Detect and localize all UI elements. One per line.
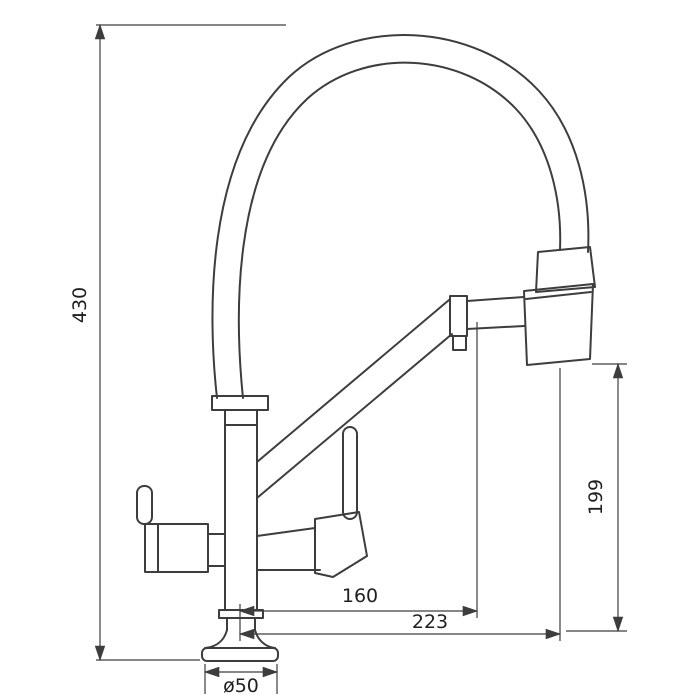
dimension-label-430: 430	[69, 287, 91, 323]
dimension-total-height: 430	[69, 23, 286, 662]
holder-nub	[452, 335, 467, 351]
right-lever	[256, 426, 368, 578]
base-flange-right	[254, 629, 276, 649]
dimension-label-199: 199	[585, 479, 607, 515]
right-lever-base	[314, 511, 368, 578]
left-handle-knob	[136, 485, 153, 525]
spray-head-holder	[449, 295, 525, 351]
dimension-spout-reach: 160	[238, 322, 479, 618]
right-lever-rod	[342, 426, 358, 520]
dimension-label-160: 160	[342, 585, 378, 607]
hose-ferrule	[211, 395, 269, 411]
dimension-spray-reach: 223	[238, 368, 562, 641]
base-plate	[201, 647, 279, 662]
dimension-base-diameter: ø50	[203, 664, 279, 697]
spout-arm	[256, 299, 453, 499]
hose-inner-curve	[237, 61, 562, 399]
spray-head-body	[523, 283, 594, 366]
faucet-drawing	[136, 34, 596, 662]
spray-head	[523, 246, 596, 366]
spray-head-connector	[535, 246, 596, 293]
base-flange	[204, 629, 228, 649]
faucet-body	[218, 409, 264, 631]
dimension-label-50: ø50	[223, 675, 259, 697]
dimension-spray-height: 199	[566, 362, 627, 633]
spray-head-seam	[525, 291, 592, 300]
left-handle	[136, 485, 226, 573]
left-handle-block	[144, 523, 209, 573]
hose-outer-curve	[211, 34, 590, 399]
holder-ring	[449, 295, 468, 337]
dimension-label-223: 223	[412, 611, 448, 633]
